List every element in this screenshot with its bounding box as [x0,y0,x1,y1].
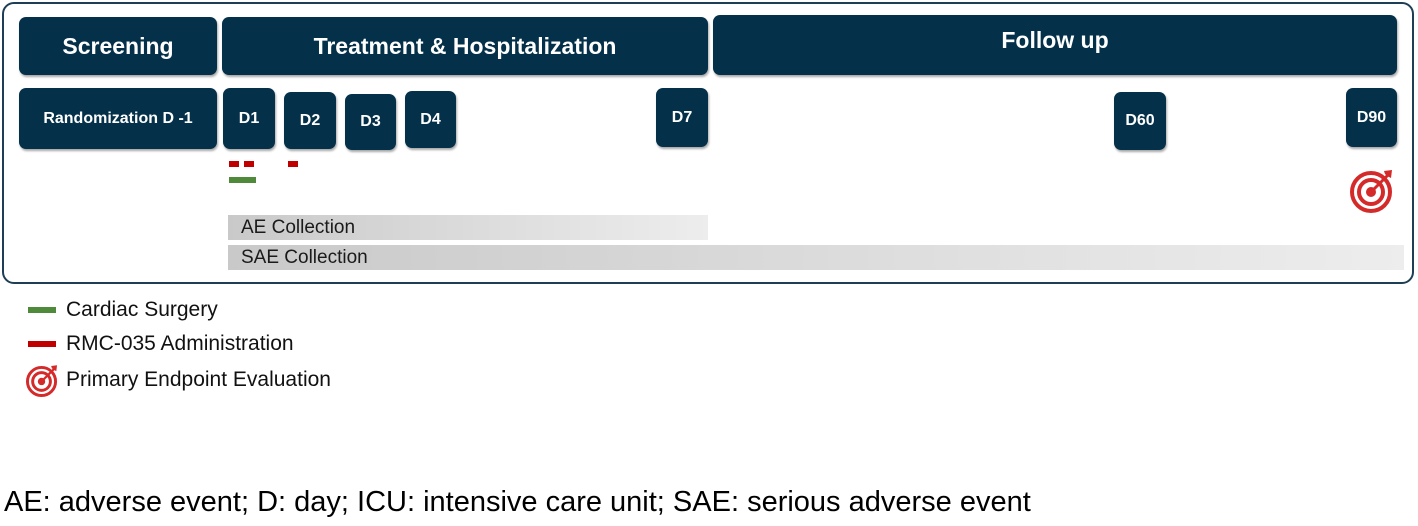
day-d1: D1 [223,88,275,149]
sae-collection-label: SAE Collection [241,246,368,268]
timeline-frame [2,2,1414,284]
legend-rmc-administration-label: RMC-035 Administration [66,332,294,355]
day-d2: D2 [284,92,336,149]
ae-collection-label: AE Collection [241,216,356,238]
day-randomization-label: Randomization D -1 [43,109,193,127]
day-d4-label: D4 [420,110,441,128]
sae-collection-bar: SAE Collection [228,245,1404,270]
rmc-administration-marker [229,161,239,167]
legend-rmc-administration: RMC-035 Administration [28,332,294,356]
phase-treatment-label: Treatment & Hospitalization [313,32,617,59]
legend-primary-endpoint-label: Primary Endpoint Evaluation [66,368,331,391]
target-icon [1350,170,1392,213]
abbreviations-footnote: AE: adverse event; D: day; ICU: intensiv… [4,486,1031,518]
day-d3: D3 [345,94,396,150]
day-d90-label: D90 [1356,108,1387,126]
phase-screening-label: Screening [62,32,174,59]
phase-follow-up: Follow up [713,15,1397,75]
day-d60: D60 [1114,92,1166,150]
day-d7-label: D7 [671,108,693,126]
day-d4: D4 [405,91,456,148]
legend-swatch-cardiac-surgery [28,307,56,313]
rmc-administration-marker [244,161,254,167]
day-d90: D90 [1346,88,1397,147]
day-d3-label: D3 [360,113,381,130]
phase-follow-up-label: Follow up [1001,27,1109,53]
legend-primary-endpoint: Primary Endpoint Evaluation [24,363,331,397]
ae-collection-bar: AE Collection [228,215,708,240]
phase-treatment: Treatment & Hospitalization [222,17,708,75]
day-d2-label: D2 [299,111,321,129]
day-d7: D7 [656,88,708,147]
day-d60-label: D60 [1125,112,1155,129]
target-icon [26,365,58,397]
phase-screening: Screening [19,17,217,75]
legend-swatch-rmc-administration [28,341,56,347]
day-randomization: Randomization D -1 [19,88,217,149]
day-d1-label: D1 [238,109,260,127]
cardiac-surgery-marker [229,177,256,183]
legend-cardiac-surgery: Cardiac Surgery [28,298,218,322]
rmc-administration-marker [288,161,298,167]
legend-cardiac-surgery-label: Cardiac Surgery [66,298,218,321]
